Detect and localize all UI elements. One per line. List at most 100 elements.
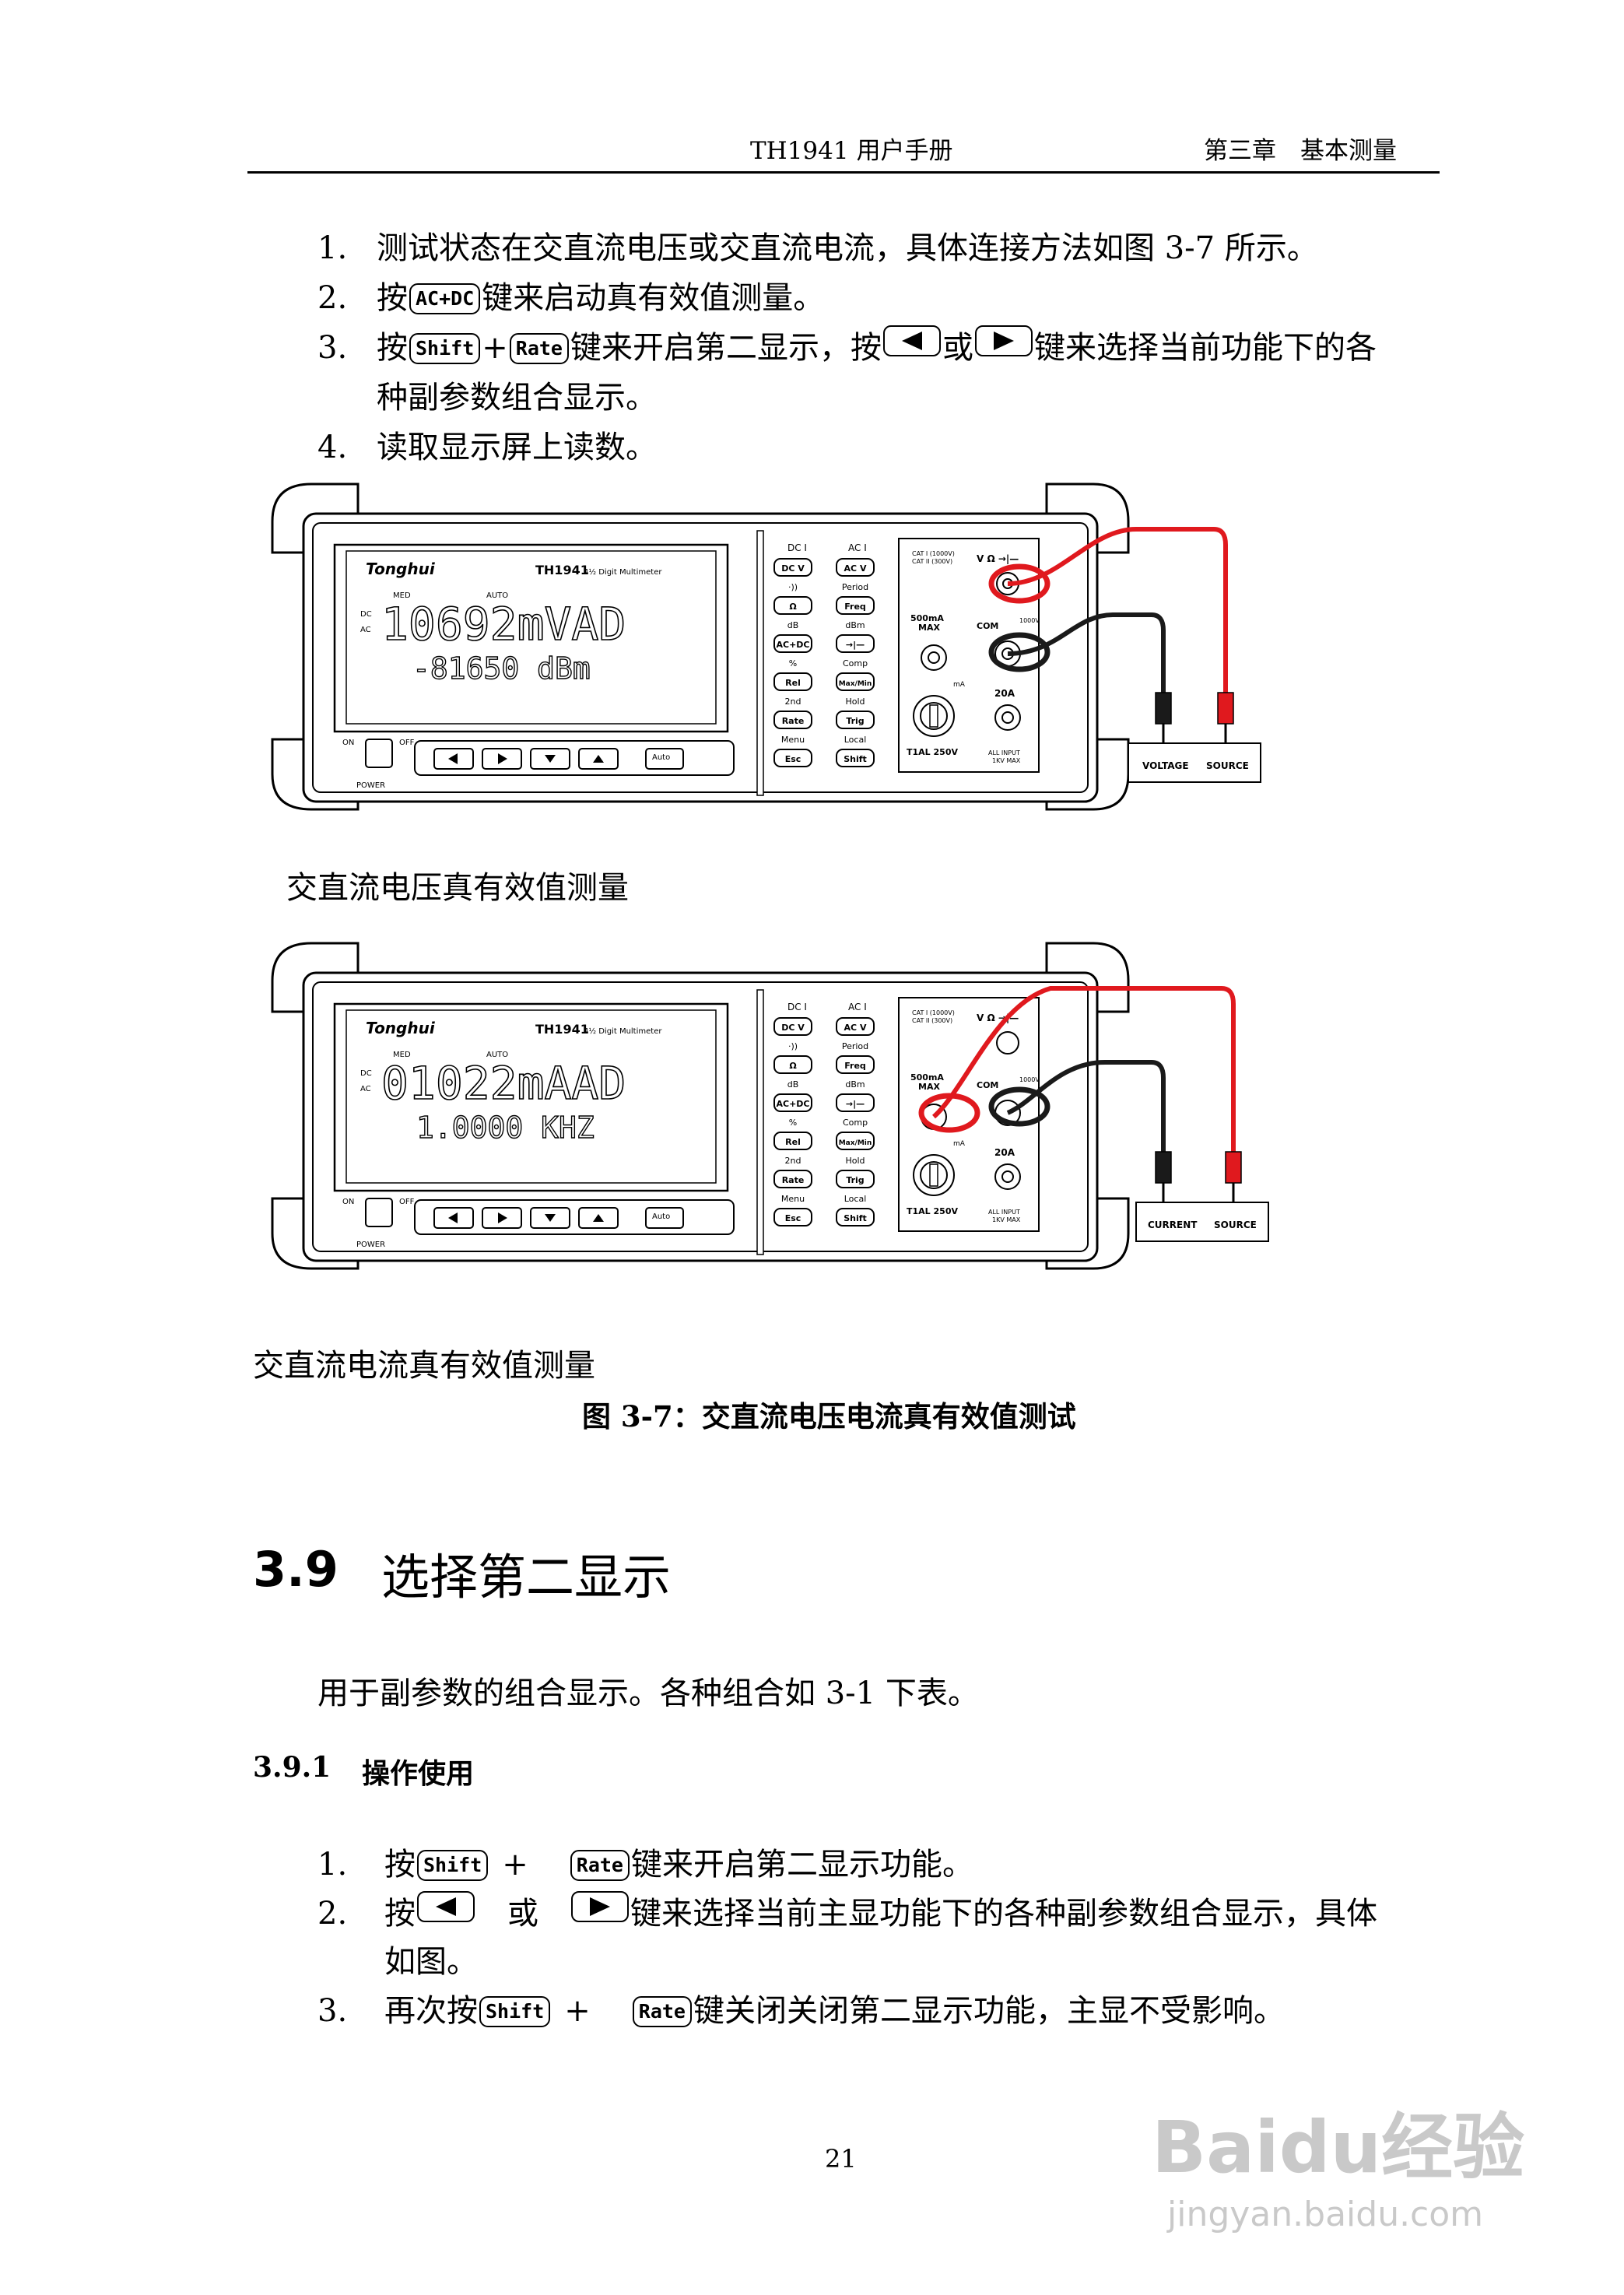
front-panel-keys-right: AC VPeriodFreqdBm→|—CompMax/MinHoldTrigL…	[836, 1017, 875, 1226]
panel-key-label: DC V	[781, 563, 805, 574]
panel-key-label: AC V	[844, 563, 867, 574]
panel-key-label: DC V	[781, 1023, 805, 1033]
panel-key-label: Esc	[785, 754, 801, 764]
right-arrow-key-icon	[975, 325, 1033, 356]
panel-key-label: AC V	[844, 1023, 867, 1033]
auto-key-label: Auto	[652, 1212, 670, 1221]
step-number: 2.	[317, 280, 348, 316]
panel-key-caption: 2nd	[785, 697, 801, 707]
subsection-number: 3.9.1	[253, 1751, 331, 1784]
power-label: POWER	[356, 781, 385, 790]
model-label: TH1941	[535, 1022, 589, 1037]
terminal-500ma-label: 500mA	[910, 1072, 944, 1083]
header-left: TH1941 用户手册	[750, 137, 953, 165]
annunciator-dc: DC	[360, 1069, 372, 1078]
header-right: 第三章 基本测量	[1204, 137, 1397, 165]
left-arrow-key-icon	[883, 325, 941, 356]
panel-key-caption: dB	[787, 620, 799, 630]
panel-key	[773, 1017, 812, 1036]
power-on-label: ON	[342, 1198, 354, 1206]
terminal-20a-label: 20A	[994, 688, 1015, 699]
annunciator-ac: AC	[360, 1085, 371, 1093]
figure-ac-dc-voltage: Tonghui TH1941 4½ Digit Multimeter MED A…	[271, 483, 1261, 811]
figure1-caption: 交直流电压真有效值测量	[286, 870, 629, 906]
panel-key	[773, 1093, 812, 1112]
model-sub-label: 4½ Digit Multimeter	[584, 567, 662, 577]
all-input-label: ALL INPUT	[988, 749, 1020, 756]
panel-key	[773, 672, 812, 691]
terminal-max-label: MAX	[918, 623, 940, 633]
step-number: 1.	[317, 230, 348, 266]
panel-key	[836, 1017, 875, 1036]
fuse-label: T1AL 250V	[907, 747, 958, 757]
panel-key	[836, 1055, 875, 1074]
annunciator-ac: AC	[360, 626, 371, 634]
panel-key-label: Freq	[844, 1061, 866, 1071]
panel-key	[773, 749, 812, 767]
cat-rating: CAT I (1000V)	[912, 1009, 955, 1016]
col-head-dci: DC I	[787, 1002, 807, 1012]
baidu-watermark-logo: Baidu经验	[1152, 2106, 1525, 2189]
panel-key-caption: 2nd	[785, 1156, 801, 1166]
step-text-continued: 种副参数组合显示。	[377, 380, 657, 416]
fuse-label: T1AL 250V	[907, 1206, 958, 1216]
terminal-1000v-label: 1000V	[1019, 1076, 1040, 1083]
panel-key-label: Rel	[785, 678, 801, 688]
panel-key	[836, 634, 875, 653]
panel-key-caption: Comp	[843, 658, 868, 668]
panel-key-label: AC+DC	[776, 1099, 809, 1109]
annunciator-med: MED	[393, 591, 411, 600]
annunciator-med: MED	[393, 1051, 411, 1059]
panel-key-label: Shift	[844, 754, 867, 764]
panel-key-label: →|—	[846, 1099, 865, 1109]
rate-key: Rate	[570, 1850, 630, 1881]
auto-key-label: Auto	[652, 753, 670, 762]
rate-key: Rate	[509, 333, 569, 364]
brand-logo: Tonghui	[366, 560, 436, 578]
terminal-vohm-label: V Ω →|—	[977, 553, 1019, 564]
power-off-label: OFF	[399, 739, 415, 747]
annunciator-auto: AUTO	[486, 591, 508, 600]
panel-key-label: Rate	[782, 716, 805, 726]
panel-key	[836, 596, 875, 615]
source-box-label: SOURCE	[1206, 760, 1249, 771]
model-label: TH1941	[535, 563, 589, 577]
panel-key-caption: ·))	[788, 582, 798, 592]
annunciator-dc: DC	[360, 610, 372, 619]
step-number: 1.	[317, 1847, 348, 1883]
panel-key-caption: ·))	[788, 1041, 798, 1051]
panel-key-caption: Local	[844, 735, 867, 745]
figure-ac-dc-current: Tonghui TH1941 4½ Digit Multimeter MED A…	[271, 942, 1269, 1270]
panel-key	[773, 711, 812, 729]
rate-key: Rate	[632, 1996, 692, 2027]
step-text: 按或键来选择当前主显功能下的各种副参数组合显示，具体	[384, 1890, 1377, 1938]
panel-key-caption: %	[789, 658, 797, 668]
panel-key-caption: Menu	[781, 735, 805, 745]
panel-key-caption: Period	[842, 1041, 868, 1051]
sub-reading: -81650 dBm	[412, 651, 591, 686]
panel-key-caption: Hold	[845, 1156, 865, 1166]
section-number: 3.9	[253, 1541, 338, 1598]
panel-key-label: Esc	[785, 1213, 801, 1223]
page-number: 21	[825, 2144, 857, 2174]
panel-key-label: AC+DC	[776, 640, 809, 650]
panel-key	[773, 1132, 812, 1150]
panel-key	[836, 1208, 875, 1226]
left-arrow-key-icon	[417, 1891, 475, 1922]
terminal-500ma-label: 500mA	[910, 613, 944, 623]
voltage-box-label: VOLTAGE	[1142, 760, 1189, 771]
step-text-continued: 如图。	[384, 1944, 478, 1980]
section-title: 选择第二显示	[381, 1549, 672, 1605]
step-number: 4.	[317, 430, 348, 465]
terminal-max-label: MAX	[918, 1082, 940, 1092]
step-text: 读取显示屏上读数。	[377, 430, 657, 465]
ac-dc-key: AC+DC	[409, 283, 481, 314]
panel-key-caption: %	[789, 1118, 797, 1128]
panel-key	[836, 558, 875, 577]
shift-key: Shift	[417, 1850, 489, 1881]
power-on-label: ON	[342, 739, 354, 747]
figure-title: 图 3-7：交直流电压电流真有效值测试	[582, 1399, 1076, 1433]
